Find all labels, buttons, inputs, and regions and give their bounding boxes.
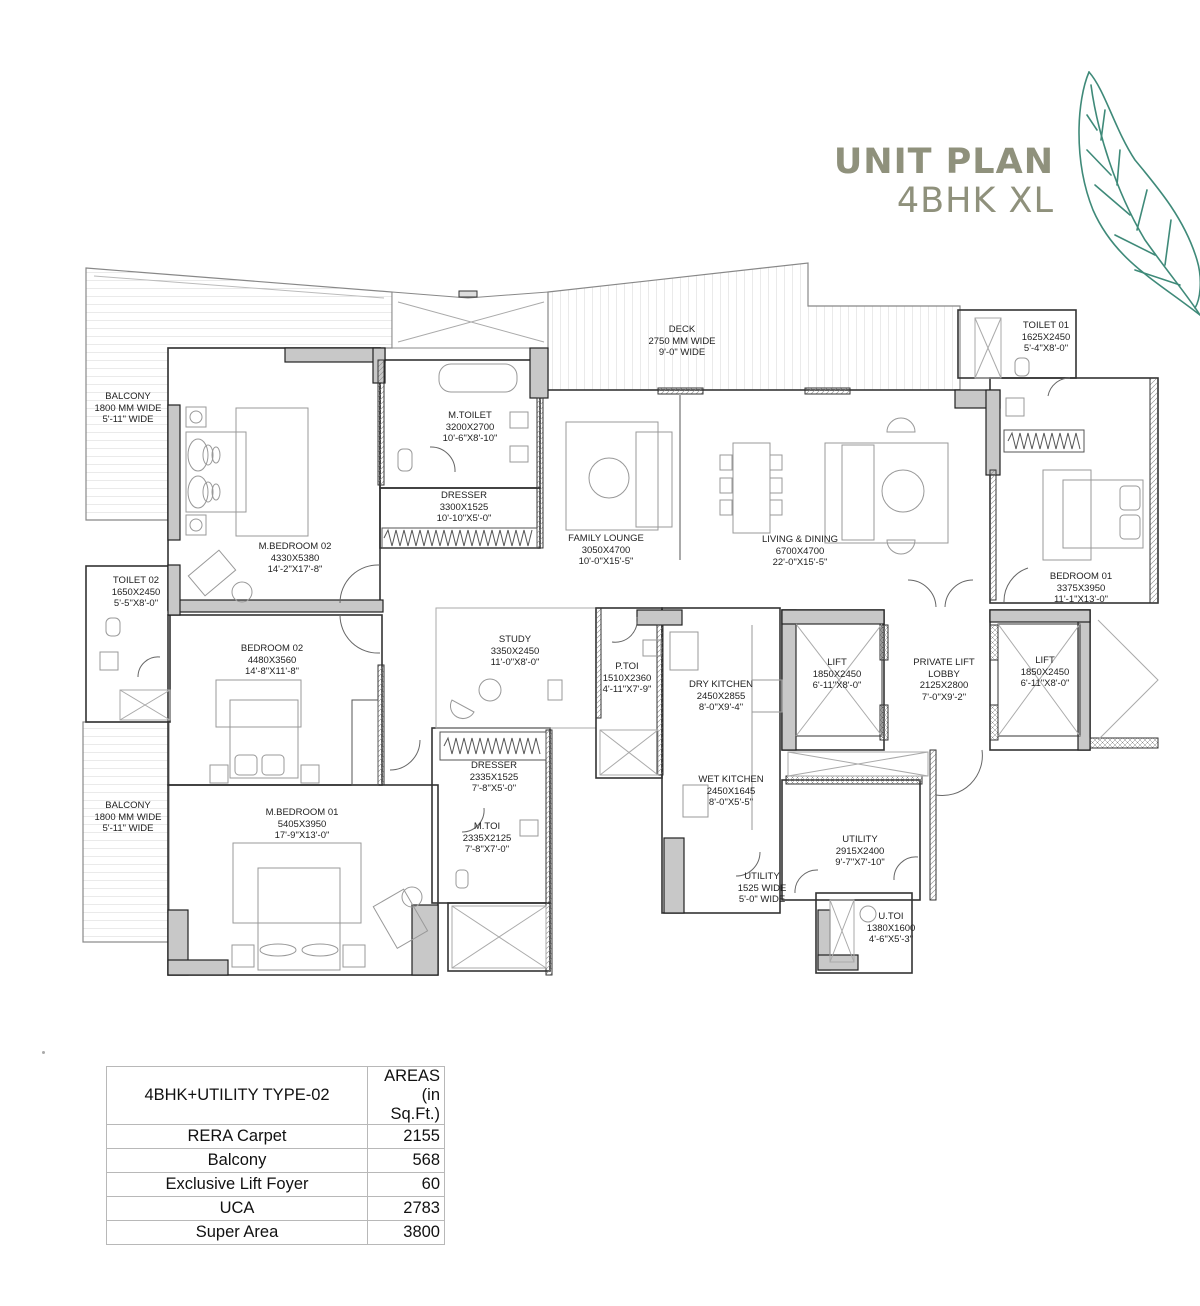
area-table-unit: AREAS (in Sq.Ft.) bbox=[367, 1066, 445, 1125]
bay-window bbox=[391, 290, 549, 349]
plan-subtitle: 4BHK XL bbox=[896, 181, 1054, 221]
room-label-lift-left: LIFT 1850X2450 6'-11"X8'-0" bbox=[812, 657, 862, 691]
table-row: Super Area 3800 bbox=[106, 1220, 445, 1245]
room-label-dry-kitchen: DRY KITCHEN 2450X2855 8'-0"X9'-4" bbox=[688, 679, 754, 713]
leaf-icon bbox=[1078, 71, 1200, 316]
area-table-type: 4BHK+UTILITY TYPE-02 bbox=[106, 1066, 368, 1125]
room-label-bedroom-01: BEDROOM 01 3375X3950 11'-1"X13'-0" bbox=[1049, 571, 1113, 605]
balcony-bottom-area bbox=[82, 721, 170, 943]
stray-dot bbox=[42, 1051, 45, 1054]
room-label-dresser-bottom: DRESSER 2335X1525 7'-8"X5'-0" bbox=[469, 760, 519, 794]
table-row: Exclusive Lift Foyer 60 bbox=[106, 1172, 445, 1197]
room-label-utility: UTILITY 2915X2400 9'-7"X7'-10" bbox=[835, 834, 885, 868]
table-row: RERA Carpet 2155 bbox=[106, 1124, 445, 1149]
floor-plan bbox=[82, 262, 1159, 976]
structural-columns bbox=[167, 347, 1091, 976]
table-row: Balcony 568 bbox=[106, 1148, 445, 1173]
plan-title: UNIT PLAN bbox=[833, 142, 1054, 182]
room-label-toilet-01: TOILET 01 1625X2450 5'-4"X8'-0" bbox=[1021, 320, 1071, 354]
room-label-toilet-02: TOILET 02 1650X2450 5'-5"X8'-0" bbox=[111, 575, 161, 609]
furniture bbox=[99, 357, 1144, 971]
room-label-bedroom-02: BEDROOM 02 4480X3560 14'-8"X11'-8" bbox=[240, 643, 304, 677]
room-label-lift-right: LIFT 1850X2450 6'-11"X8'-0" bbox=[1020, 655, 1070, 689]
room-label-m-toi: M.TOI 2335X2125 7'-8"X7'-0" bbox=[462, 821, 512, 855]
deck-area bbox=[547, 262, 961, 391]
room-label-m-toilet: M.TOILET 3200X2700 10'-6"X8'-10" bbox=[442, 410, 498, 444]
room-label-balcony-top: BALCONY 1800 MM WIDE 5'-11" WIDE bbox=[94, 391, 162, 425]
door-swings bbox=[137, 377, 1071, 894]
room-label-utility-passage: UTILITY 1525 WIDE 5'-0" WIDE bbox=[737, 871, 787, 905]
room-label-study: STUDY 3350X2450 11'-0"X8'-0" bbox=[490, 634, 540, 668]
table-row: UCA 2783 bbox=[106, 1196, 445, 1221]
room-label-p-toi: P.TOI 1510X2360 4'-11"X7'-9" bbox=[602, 661, 652, 695]
room-label-deck: DECK 2750 MM WIDE 9'-0" WIDE bbox=[648, 324, 716, 358]
plan-title-block: UNIT PLAN 4BHK XL bbox=[834, 143, 1054, 221]
room-label-dresser-top: DRESSER 3300X1525 10'-10"X5'-0" bbox=[436, 490, 492, 524]
room-label-balcony-bottom: BALCONY 1800 MM WIDE 5'-11" WIDE bbox=[94, 800, 162, 834]
room-label-wet-kitchen: WET KITCHEN 2450X1645 8'-0"X5'-5" bbox=[698, 774, 764, 808]
room-label-m-bedroom-01: M.BEDROOM 01 5405X3950 17'-9"X13'-0" bbox=[265, 807, 339, 841]
room-label-m-bedroom-02: M.BEDROOM 02 4330X5380 14'-2"X17'-8" bbox=[258, 541, 332, 575]
area-table-header: 4BHK+UTILITY TYPE-02 AREAS (in Sq.Ft.) bbox=[106, 1066, 445, 1125]
room-label-private-lift-lobby: PRIVATE LIFT LOBBY 2125X2800 7'-0"X9'-2" bbox=[913, 657, 975, 703]
room-label-u-toi: U.TOI 1380X1600 4'-6"X5'-3" bbox=[866, 911, 916, 945]
area-table: 4BHK+UTILITY TYPE-02 AREAS (in Sq.Ft.) R… bbox=[106, 1066, 445, 1245]
room-label-living-dining: LIVING & DINING 6700X4700 22'-0"X15'-5" bbox=[761, 534, 839, 568]
room-label-family-lounge: FAMILY LOUNGE 3050X4700 10'-0"X15'-5" bbox=[568, 533, 644, 567]
